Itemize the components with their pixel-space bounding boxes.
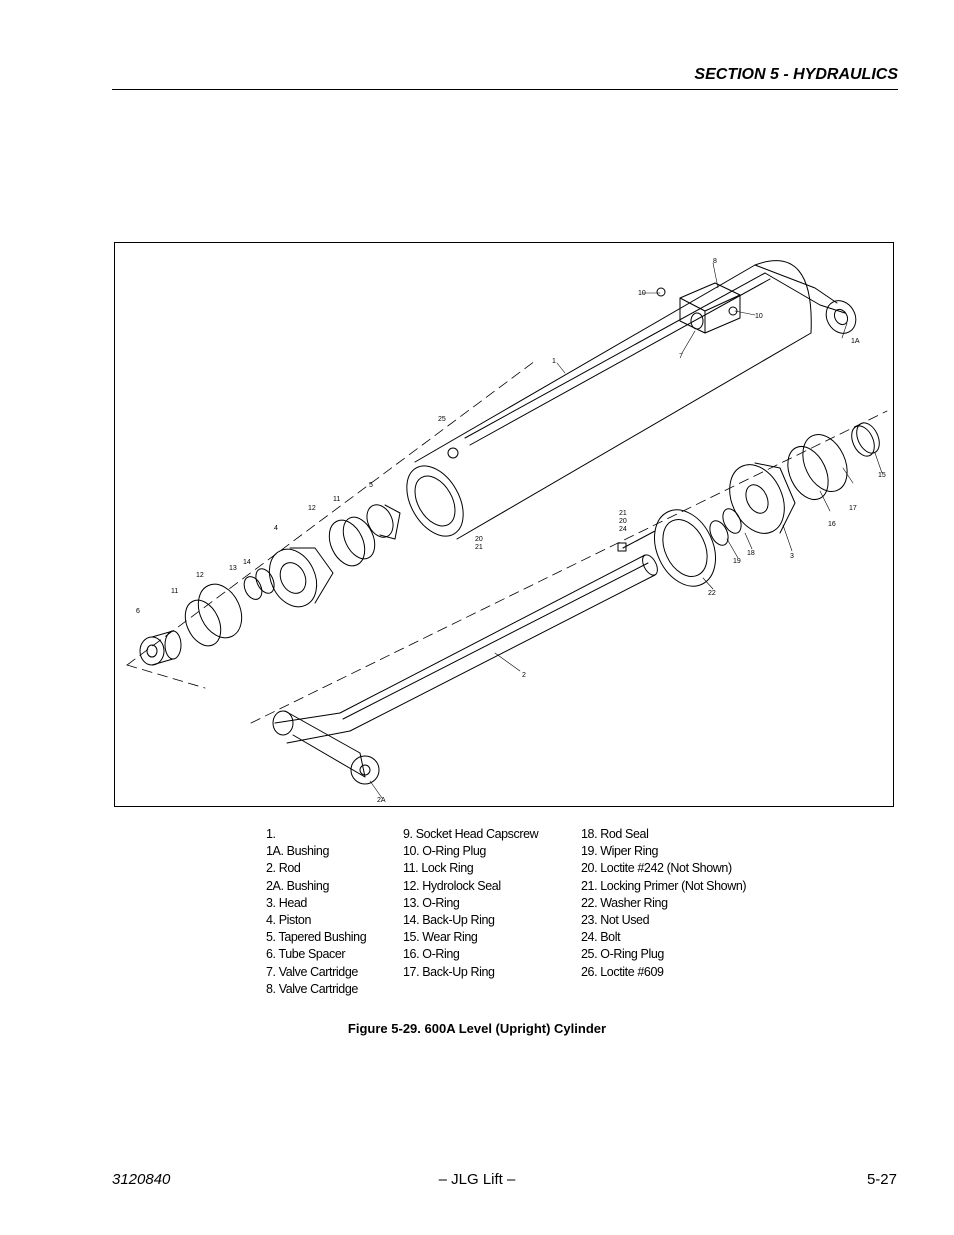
legend-item: 9. Socket Head Capscrew (403, 827, 539, 841)
callout-20-top: 20 (619, 518, 627, 525)
callout-21-bottom: 21 (475, 544, 483, 551)
callout-5: 5 (369, 482, 373, 489)
piston-rod (272, 554, 658, 785)
legend-item: 19. Wiper Ring (581, 844, 659, 859)
tube-spacer (139, 630, 182, 666)
head-bolt (617, 530, 656, 552)
legend-item: 4. Piston (266, 912, 312, 927)
tapered-bushing (366, 504, 401, 540)
publisher-label: – JLG Lift – (438, 1171, 516, 1188)
callout-11-left: 11 (171, 588, 178, 595)
legend-item: 12. Hydrolock Seal (403, 878, 501, 893)
callout-2a: 2A (377, 797, 386, 804)
leader-lines (369, 262, 883, 799)
legend-item: 16. O-Ring (403, 947, 460, 962)
callout-1a: 1A (851, 338, 860, 345)
figure-caption: Figure 5-29. 600A Level (Upright) Cylind… (347, 1021, 607, 1036)
parts-legend-column-2: 9. Socket Head Capscrew 10. O-Ring Plug … (403, 826, 539, 981)
callout-6: 6 (136, 608, 140, 615)
piston-assembly (184, 516, 376, 647)
legend-item: 15. Wear Ring (403, 930, 478, 945)
head-seals (709, 422, 880, 546)
legend-item: 8. Valve Cartridge (266, 981, 358, 996)
callout-22: 22 (708, 590, 716, 597)
legend-item: 20. Loctite #242 (Not Shown) (581, 861, 732, 876)
legend-item: 22. Washer Ring (581, 895, 668, 910)
page-number: 5-27 (866, 1171, 897, 1188)
legend-item: 2A. Bushing (266, 878, 330, 893)
legend-item: 1A. Bushing (266, 844, 330, 859)
legend-item: 6. Tube Spacer (266, 947, 346, 962)
legend-item: 5. Tapered Bushing (266, 930, 367, 945)
legend-item: 21. Locking Primer (Not Shown) (581, 878, 747, 893)
callout-13: 13 (229, 565, 237, 572)
callout-12-left: 12 (196, 572, 204, 579)
callout-25: 25 (438, 416, 446, 423)
section-header: SECTION 5 - HYDRAULICS (694, 66, 898, 83)
legend-item: 13. O-Ring (403, 895, 460, 910)
exploded-diagram-frame: 8 10 10 1A 7 1 25 15 17 16 5 11 12 4 21 … (114, 242, 894, 807)
callout-18: 18 (747, 550, 755, 557)
callout-7: 7 (679, 353, 683, 360)
legend-item: 24. Bolt (581, 930, 621, 945)
parts-legend-column-1: 1. 1A. Bushing 2. Rod 2A. Bushing 3. Hea… (266, 826, 367, 998)
header-rule (112, 89, 898, 90)
callout-12-right: 12 (308, 505, 316, 512)
legend-item: 25. O-Ring Plug (581, 947, 664, 962)
legend-item: 14. Back-Up Ring (403, 912, 495, 927)
callout-1: 1 (552, 358, 556, 365)
legend-item: 10. O-Ring Plug (403, 844, 486, 859)
callout-24: 24 (619, 526, 627, 533)
legend-item: 3. Head (266, 895, 307, 910)
callout-20-bottom: 20 (475, 536, 483, 543)
legend-item: 11. Lock Ring (403, 861, 474, 876)
callout-15: 15 (878, 472, 886, 479)
callout-2: 2 (522, 672, 526, 679)
callout-10-top: 10 (638, 290, 646, 297)
doc-number: 3120840 (112, 1171, 171, 1188)
callout-8: 8 (713, 258, 717, 265)
assembly-plane (126, 360, 888, 724)
legend-item: 1. (266, 827, 276, 841)
callout-19: 19 (733, 558, 741, 565)
legend-item: 7. Valve Cartridge (266, 964, 358, 979)
legend-item: 26. Loctite #609 (581, 964, 664, 979)
cylinder-head (729, 462, 796, 534)
legend-item: 18. Rod Seal (581, 827, 649, 841)
callout-11-right: 11 (333, 496, 340, 503)
washer-ring (654, 509, 716, 587)
callout-3: 3 (790, 553, 794, 560)
barrel-tube (406, 260, 857, 540)
callout-16: 16 (828, 521, 836, 528)
valve-block (656, 282, 741, 334)
callout-10-right: 10 (755, 313, 763, 320)
legend-item: 17. Back-Up Ring (403, 964, 495, 979)
callout-4: 4 (274, 525, 278, 532)
callout-21-top: 21 (619, 510, 627, 517)
callout-17: 17 (849, 505, 857, 512)
parts-legend-column-3: 18. Rod Seal 19. Wiper Ring 20. Loctite … (581, 826, 747, 981)
exploded-cylinder-diagram: 8 10 10 1A 7 1 25 15 17 16 5 11 12 4 21 … (126, 258, 888, 804)
legend-item: 23. Not Used (581, 912, 650, 927)
callout-14: 14 (243, 559, 251, 566)
legend-item: 2. Rod (266, 861, 301, 876)
